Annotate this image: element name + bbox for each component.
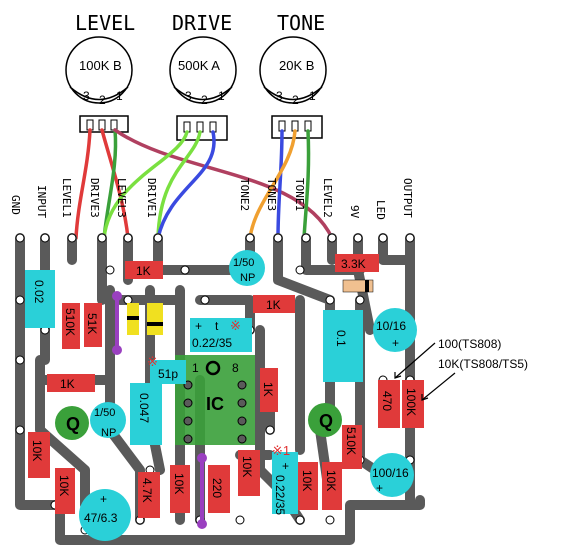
conn-level3-label: LEVEL3 <box>115 178 128 218</box>
cap-tant-t: t <box>215 319 219 333</box>
conn-tone1-label: TONE1 <box>293 178 306 211</box>
pot-level-pin1: 1 <box>116 89 123 103</box>
cap-np-left-label: NP <box>101 427 116 439</box>
ic-pin1-label: 1 <box>192 361 199 375</box>
pot-wires <box>74 128 334 240</box>
cap-100-16-label: 100/16 <box>372 466 409 480</box>
res-4-7k-label: 4.7K <box>140 478 154 503</box>
conn-drive1-label: DRIVE1 <box>145 178 158 218</box>
cap-100-16-plus: + <box>376 481 383 495</box>
pot-drive: DRIVE 500K A 3 2 1 <box>169 11 237 141</box>
pot-tone: TONE 20K B 3 2 1 <box>259 11 327 139</box>
mark-x1: ※1 <box>272 443 290 458</box>
conn-level1-label: LEVEL1 <box>60 178 73 218</box>
pot-drive-pin3: 3 <box>185 89 192 103</box>
res-3-3k-label: 3.3K <box>341 257 366 271</box>
cap-0-1-label: 0.1 <box>334 330 348 347</box>
transistor-right: Q <box>308 403 342 437</box>
res-10k-left-label: 10K <box>30 440 44 461</box>
cap-10-16-label: 10/16 <box>376 319 406 333</box>
pot-tone-value: 20K B <box>279 58 314 73</box>
ic-label: IC <box>206 394 224 414</box>
conn-level2-label: LEVEL2 <box>321 178 334 218</box>
res-1k-right-ic-label: 1K <box>261 382 275 397</box>
cap-0-02-label: 0.02 <box>32 280 46 304</box>
conn-input-label: INPUT <box>35 185 48 218</box>
note-470-text: 100(TS808) <box>438 337 501 351</box>
pot-drive-pin1: 1 <box>218 89 225 103</box>
cap-1-50-top-label: 1/50 <box>233 257 254 269</box>
res-510k-right-label: 510K <box>344 427 358 455</box>
res-10k-b3-label: 10K <box>240 456 254 477</box>
pot-tone-pin1: 1 <box>309 89 316 103</box>
pot-tone-pin3: 3 <box>276 89 283 103</box>
mark-x-51p: ※ <box>147 354 158 369</box>
cap-47-plus: + <box>100 492 107 506</box>
q-left-label: Q <box>66 414 80 434</box>
capacitors: 1/50 NP 0.02 + t ※ 0.22/35 ※ 51p 1/50 NP… <box>25 250 417 541</box>
cap-0-047-label: 0.047 <box>137 393 151 423</box>
pot-tone-label: TONE <box>277 11 325 35</box>
conn-output-label: OUTPUT <box>401 178 414 218</box>
q-right-label: Q <box>319 411 333 431</box>
cap-0-22-b-plus: + <box>282 459 289 473</box>
mark-x-top: ※ <box>230 318 241 333</box>
res-10k-b1-label: 10K <box>57 475 71 496</box>
res-1k-mid-label: 1K <box>266 298 281 312</box>
cap-10-16-plus: + <box>392 336 399 350</box>
jumpers <box>112 291 207 529</box>
cap-tant-plus: + <box>195 319 202 333</box>
pot-drive-pin2: 2 <box>201 93 208 107</box>
cap-1-50-left-label: 1/50 <box>94 407 115 419</box>
pot-level-pin3: 3 <box>83 89 90 103</box>
pot-level-value: 100K B <box>79 58 122 73</box>
res-1k-left-label: 1K <box>60 377 75 391</box>
res-220-label: 220 <box>210 478 224 498</box>
res-100k-label: 100K <box>404 388 418 416</box>
connector-labels: GND INPUT LEVEL1 DRIVE3 LEVEL3 DRIVE1 TO… <box>9 178 414 220</box>
cap-np-top-label: NP <box>240 272 255 284</box>
conn-tone2-label: TONE2 <box>238 178 251 211</box>
cap-tant-value: 0.22/35 <box>192 336 232 350</box>
cap-47-6-3-label: 47/6.3 <box>84 511 118 525</box>
res-10k-b4-label: 10K <box>300 470 314 491</box>
res-51k-label: 51K <box>85 313 99 334</box>
conn-led-label: LED <box>374 200 387 220</box>
conn-9v-label: 9V <box>348 205 361 219</box>
resistors: 1K 3.3K 1K 510K 51K 1K 1K 510K 470 100K … <box>28 254 424 518</box>
cap-0-22-35-b-label: 0.22/35 <box>273 475 287 515</box>
cap-51p-label: 51p <box>158 367 178 381</box>
ic-chip: 1 8 IC <box>175 355 255 445</box>
pot-level: LEVEL 100K B 3 2 1 <box>65 11 135 133</box>
pot-tone-pin2: 2 <box>292 93 299 107</box>
conn-drive3-label: DRIVE3 <box>88 178 101 218</box>
pot-drive-label: DRIVE <box>172 11 232 35</box>
pot-drive-value: 500K A <box>178 58 220 73</box>
pot-level-label: LEVEL <box>75 11 135 35</box>
notes: 100(TS808) 10K(TS808/TS5) <box>394 337 528 401</box>
transistor-left: Q <box>55 406 89 440</box>
res-10k-b2-label: 10K <box>172 473 186 494</box>
note-100k-text: 10K(TS808/TS5) <box>438 357 528 371</box>
conn-gnd-label: GND <box>9 195 22 215</box>
diodes <box>127 279 374 335</box>
ic-pin8-label: 8 <box>232 361 239 375</box>
res-510k-left-label: 510K <box>63 308 77 336</box>
res-1k-top-label: 1K <box>136 264 151 278</box>
conn-tone3-label: TONE3 <box>265 178 278 211</box>
res-10k-b5-label: 10K <box>324 470 338 491</box>
pot-level-pin2: 2 <box>99 93 106 107</box>
res-470-label: 470 <box>380 391 394 411</box>
